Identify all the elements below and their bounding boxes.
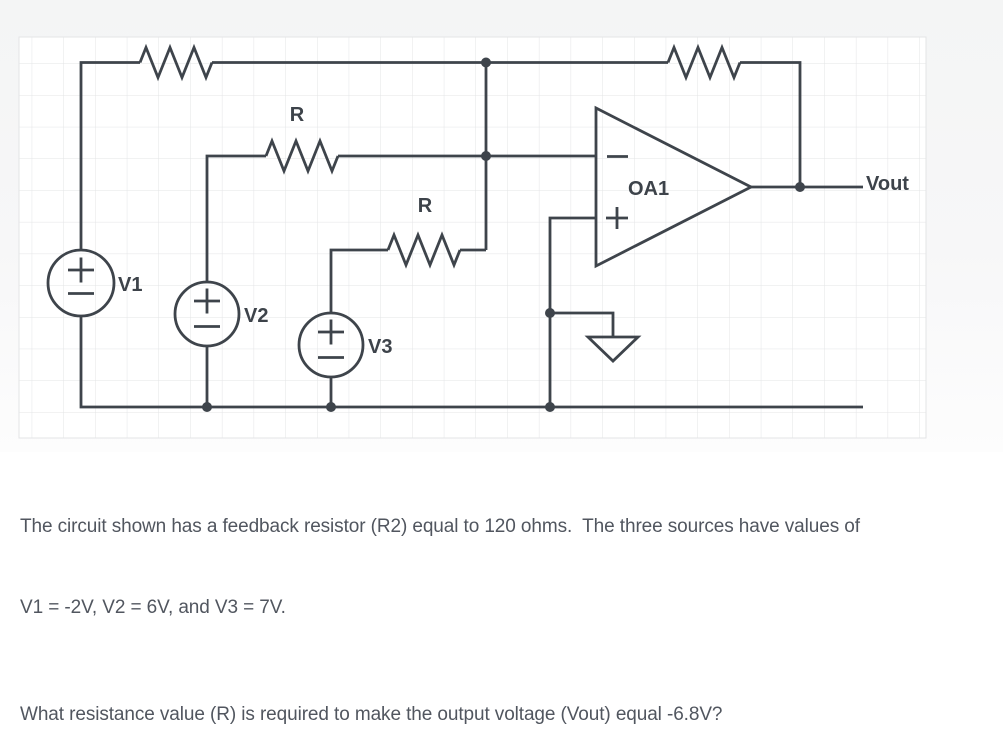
junction-dot-icon: [202, 402, 212, 412]
opamp-noninverting-plus-icon: [606, 207, 628, 229]
v1-plus-icon: [68, 257, 94, 283]
wire-feedback-right: [740, 61, 802, 187]
label-resistor-middle: R: [290, 104, 305, 126]
label-v3: V3: [368, 336, 392, 358]
label-opamp: OA1: [628, 178, 669, 200]
resistor-feedback-icon: [666, 43, 742, 82]
wires: [79, 61, 863, 409]
v3-circle-icon: [297, 311, 365, 379]
wire-v2-to-middle: [205, 154, 266, 282]
v2-plus-icon: [194, 288, 220, 314]
junction-dot-icon: [481, 57, 491, 68]
problem-statement: The circuit shown has a feedback resisto…: [20, 459, 980, 755]
voltage-source-v2: [173, 280, 241, 348]
wire-noninverting-input: [548, 216, 596, 407]
wire-v3-to-lower: [329, 248, 388, 313]
label-v2: V2: [244, 305, 268, 327]
wire-ground-stub: [550, 311, 615, 337]
resistor-top-left-icon: [138, 43, 214, 82]
v3-plus-icon: [318, 319, 344, 345]
junction-dot-icon: [481, 151, 491, 161]
label-resistor-lower: R: [418, 195, 433, 217]
wire-bottom: [79, 316, 863, 409]
resistors: [138, 43, 742, 269]
opamp-oa1: [594, 105, 755, 269]
voltage-source-v3: [297, 311, 365, 379]
label-v1: V1: [118, 274, 142, 296]
problem-line-1: The circuit shown has a feedback resisto…: [20, 516, 860, 537]
circuit-schematic: R R V1 V2 V3 OA1 Vout: [18, 36, 927, 439]
ground-icon: [584, 335, 642, 363]
resistor-lower-icon: [386, 231, 462, 269]
resistor-middle-icon: [264, 137, 340, 175]
problem-line-2: V1 = -2V, V2 = 6V, and V3 = 7V.: [20, 597, 286, 618]
grid-lines: [18, 36, 927, 439]
voltage-source-v1: [46, 248, 116, 318]
circuit-canvas: R R V1 V2 V3 OA1 Vout: [0, 0, 1003, 452]
opamp-triangle-icon: [594, 105, 755, 269]
problem-question: What resistance value (R) is required to…: [20, 704, 723, 725]
junction-dots: [202, 57, 805, 412]
wire-v1-to-top: [79, 61, 140, 250]
junction-dot-icon: [326, 402, 336, 412]
v1-circle-icon: [46, 248, 116, 318]
junction-dot-icon: [545, 402, 555, 412]
junction-dot-icon: [545, 308, 555, 318]
v2-circle-icon: [173, 280, 241, 348]
label-vout: Vout: [866, 173, 909, 195]
junction-dot-icon: [795, 182, 805, 192]
